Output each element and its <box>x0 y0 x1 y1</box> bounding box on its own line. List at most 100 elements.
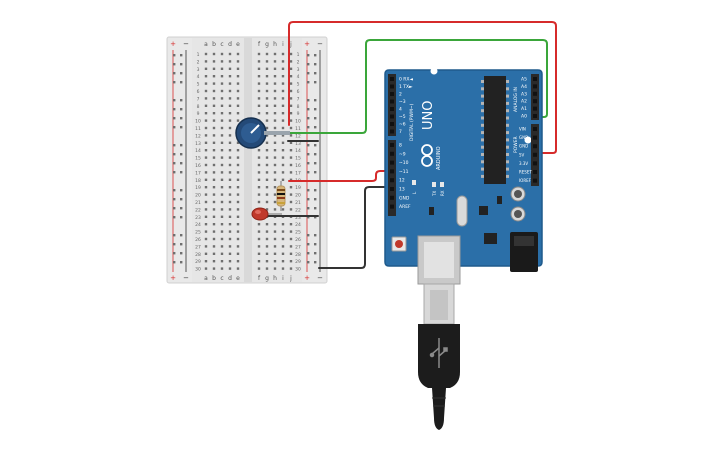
breadboard-hole[interactable] <box>273 112 277 115</box>
breadboard-hole[interactable] <box>273 149 277 152</box>
rail-hole[interactable] <box>173 162 176 165</box>
breadboard-hole[interactable] <box>273 260 277 263</box>
breadboard-hole[interactable] <box>265 82 269 85</box>
breadboard-hole[interactable] <box>220 163 224 167</box>
breadboard-hole[interactable] <box>265 200 269 204</box>
breadboard-hole[interactable] <box>281 52 285 56</box>
rail-hole[interactable] <box>173 63 176 66</box>
rail-hole[interactable] <box>314 99 317 102</box>
power-pin[interactable] <box>533 127 537 131</box>
breadboard-hole[interactable] <box>289 245 293 248</box>
breadboard-hole[interactable] <box>220 119 224 122</box>
rail-hole[interactable] <box>314 117 317 120</box>
breadboard-hole[interactable] <box>228 156 232 159</box>
breadboard-hole[interactable] <box>289 208 293 211</box>
breadboard-hole[interactable] <box>212 134 216 137</box>
breadboard-hole[interactable] <box>281 104 285 107</box>
breadboard-hole[interactable] <box>236 252 240 255</box>
breadboard-hole[interactable] <box>265 237 269 241</box>
breadboard-hole[interactable] <box>220 82 224 85</box>
digital-pin[interactable] <box>390 107 394 111</box>
breadboard-hole[interactable] <box>228 97 232 100</box>
breadboard-hole[interactable] <box>257 245 261 248</box>
breadboard-hole[interactable] <box>212 75 216 78</box>
rail-hole[interactable] <box>314 162 317 165</box>
breadboard-hole[interactable] <box>257 193 261 196</box>
rail-hole[interactable] <box>314 171 317 174</box>
breadboard-hole[interactable] <box>236 237 240 241</box>
breadboard-hole[interactable] <box>265 75 269 78</box>
breadboard-hole[interactable] <box>281 163 285 167</box>
breadboard-hole[interactable] <box>212 97 216 100</box>
breadboard-hole[interactable] <box>281 267 285 270</box>
breadboard-hole[interactable] <box>220 171 224 174</box>
breadboard-hole[interactable] <box>204 75 208 78</box>
breadboard-hole[interactable] <box>289 67 293 70</box>
breadboard-hole[interactable] <box>281 119 285 122</box>
breadboard-hole[interactable] <box>204 171 208 174</box>
breadboard-hole[interactable] <box>257 149 261 152</box>
breadboard-hole[interactable] <box>257 230 261 233</box>
breadboard-hole[interactable] <box>273 223 277 226</box>
breadboard-hole[interactable] <box>212 141 216 144</box>
breadboard-hole[interactable] <box>281 156 285 159</box>
breadboard-hole[interactable] <box>281 82 285 85</box>
rail-hole[interactable] <box>314 72 317 75</box>
breadboard-hole[interactable] <box>204 134 208 137</box>
digital-pin[interactable] <box>390 178 394 183</box>
analog-pin[interactable] <box>533 77 537 81</box>
breadboard-hole[interactable] <box>204 223 208 226</box>
breadboard-hole[interactable] <box>281 171 285 174</box>
rail-hole[interactable] <box>307 234 310 237</box>
breadboard-hole[interactable] <box>212 119 216 122</box>
breadboard-hole[interactable] <box>204 178 208 181</box>
digital-pin[interactable] <box>390 160 394 165</box>
breadboard-hole[interactable] <box>228 60 232 63</box>
rail-hole[interactable] <box>307 207 310 210</box>
breadboard-hole[interactable] <box>257 82 261 85</box>
wire-green-a0[interactable] <box>288 39 548 134</box>
breadboard-hole[interactable] <box>204 252 208 255</box>
rail-hole[interactable] <box>173 153 176 156</box>
breadboard-hole[interactable] <box>236 260 240 263</box>
breadboard-hole[interactable] <box>273 75 277 78</box>
breadboard-hole[interactable] <box>265 245 269 248</box>
breadboard-hole[interactable] <box>281 97 285 100</box>
rail-hole[interactable] <box>307 117 310 120</box>
breadboard-hole[interactable] <box>281 237 285 241</box>
breadboard-hole[interactable] <box>236 52 240 56</box>
breadboard-hole[interactable] <box>212 104 216 107</box>
breadboard-hole[interactable] <box>220 193 224 196</box>
breadboard-hole[interactable] <box>220 134 224 137</box>
breadboard-hole[interactable] <box>212 215 216 218</box>
breadboard-hole[interactable] <box>220 237 224 241</box>
breadboard-hole[interactable] <box>228 82 232 85</box>
breadboard-hole[interactable] <box>273 178 277 181</box>
breadboard-hole[interactable] <box>289 156 293 159</box>
resistor[interactable] <box>276 181 286 211</box>
breadboard-hole[interactable] <box>257 252 261 255</box>
breadboard-hole[interactable] <box>228 178 232 181</box>
rail-hole[interactable] <box>307 171 310 174</box>
potentiometer[interactable] <box>235 117 290 149</box>
breadboard-hole[interactable] <box>289 82 293 85</box>
breadboard-hole[interactable] <box>220 215 224 218</box>
breadboard-hole[interactable] <box>236 193 240 196</box>
breadboard-hole[interactable] <box>212 260 216 263</box>
rail-hole[interactable] <box>307 189 310 192</box>
rail-hole[interactable] <box>307 198 310 201</box>
breadboard-hole[interactable] <box>204 156 208 159</box>
breadboard-hole[interactable] <box>273 67 277 70</box>
breadboard-hole[interactable] <box>273 156 277 159</box>
breadboard-hole[interactable] <box>257 75 261 78</box>
breadboard-hole[interactable] <box>220 208 224 211</box>
breadboard-hole[interactable] <box>265 223 269 226</box>
led[interactable] <box>251 207 282 221</box>
rail-hole[interactable] <box>180 162 183 165</box>
rail-hole[interactable] <box>307 243 310 246</box>
breadboard-hole[interactable] <box>281 245 285 248</box>
rail-hole[interactable] <box>314 63 317 66</box>
breadboard-hole[interactable] <box>289 178 293 181</box>
breadboard-hole[interactable] <box>265 67 269 70</box>
breadboard-hole[interactable] <box>220 230 224 233</box>
